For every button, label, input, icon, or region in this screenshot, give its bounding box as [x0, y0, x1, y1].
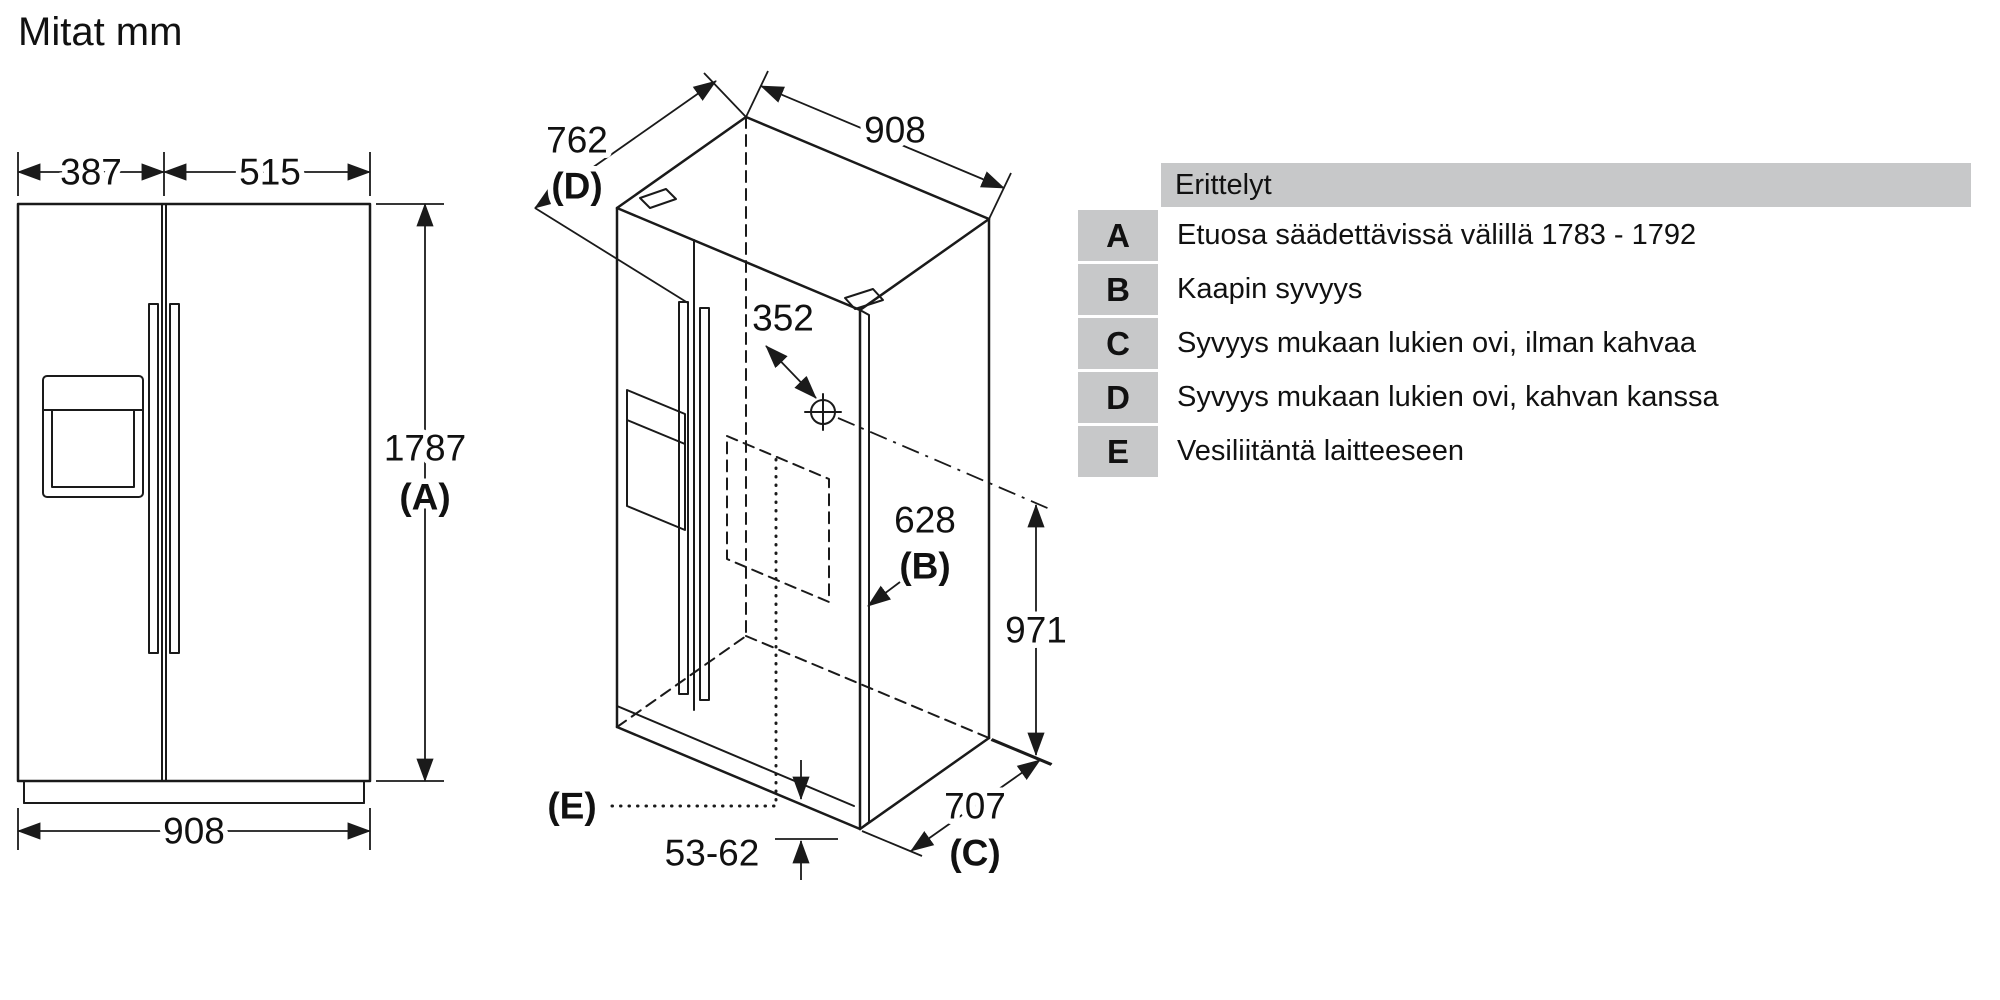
legend-key-e: E [1078, 426, 1158, 477]
dispenser [626, 389, 686, 531]
dim-628-label: 628 [894, 500, 956, 541]
legend-text-b: Kaapin syvyys [1177, 273, 1363, 305]
dim-707-label: 707 [944, 786, 1006, 827]
left-handle [678, 301, 689, 695]
dim-352-label: 352 [752, 298, 814, 339]
legend-key-d: D [1078, 372, 1158, 423]
hidden-edge [616, 635, 747, 728]
dim-971: 971 [991, 504, 1072, 765]
dispenser [42, 375, 144, 498]
page-title: Mitat mm [18, 10, 183, 54]
hinge-cover [844, 288, 884, 310]
right-handle [699, 307, 710, 701]
dim-762-label: 762 [546, 120, 608, 161]
dim-908-top-label: 908 [864, 110, 926, 151]
dim-1787-key: (A) [399, 477, 450, 518]
plinth-line [616, 705, 855, 807]
dim-908-front-label: 908 [163, 811, 225, 852]
legend-header: Erittelyt [1161, 163, 1971, 207]
door-edge [859, 309, 870, 830]
right-handle [169, 303, 180, 654]
dim-1787: 1787 (A) [376, 203, 472, 782]
legend-key-a: A [1078, 210, 1158, 261]
front-view: 387 515 908 1787 (A) [16, 146, 472, 857]
dim-707: 707 (C) [861, 739, 1052, 879]
dim-352: 352 [747, 292, 819, 399]
left-handle [148, 303, 159, 654]
dim-53-62: 53-62 [659, 760, 838, 880]
legend-corner [1078, 163, 1158, 207]
legend-key-c: C [1078, 318, 1158, 369]
fridge-body [16, 202, 372, 783]
hidden-edge [745, 635, 990, 739]
hinge-cover [639, 188, 677, 209]
dim-908-top: 908 [745, 70, 1012, 220]
dim-762: 762 (D) [534, 72, 747, 304]
dim-53-62-label: 53-62 [665, 833, 760, 874]
water-connection-icon [804, 393, 842, 431]
plinth [23, 780, 365, 804]
dim-387: 387 [17, 146, 165, 198]
water-connection-key: (E) [547, 786, 596, 827]
dim-971-label: 971 [1005, 610, 1067, 651]
water-niche [726, 435, 830, 603]
legend-text-d: Syvyys mukaan lukien ovi, kahvan kanssa [1177, 381, 1719, 413]
legend-text-e: Vesiliitäntä laitteeseen [1177, 435, 1464, 467]
dim-762-key: (D) [551, 166, 602, 207]
top-face [615, 115, 991, 312]
dim-628-key: (B) [899, 546, 950, 587]
legend-text-c: Syvyys mukaan lukien ovi, ilman kahvaa [1177, 327, 1697, 359]
dim-515: 515 [163, 146, 371, 198]
dim-1787-label: 1787 [384, 428, 466, 469]
iso-view: (E) 762 (D) 908 352 628 (B) 971 [534, 70, 1072, 880]
legend-table: Erittelyt A Etuosa säädettävissä välillä… [1078, 163, 1971, 477]
water-centerline [837, 417, 1053, 511]
legend-key-b: B [1078, 264, 1158, 315]
dim-387-label: 387 [60, 152, 122, 193]
dim-628: 628 (B) [867, 494, 961, 607]
dim-908-front: 908 [17, 805, 371, 857]
dim-707-key: (C) [949, 833, 1000, 874]
dim-515-label: 515 [239, 152, 301, 193]
legend-text-a: Etuosa säädettävissä välillä 1783 - 1792 [1177, 219, 1697, 251]
